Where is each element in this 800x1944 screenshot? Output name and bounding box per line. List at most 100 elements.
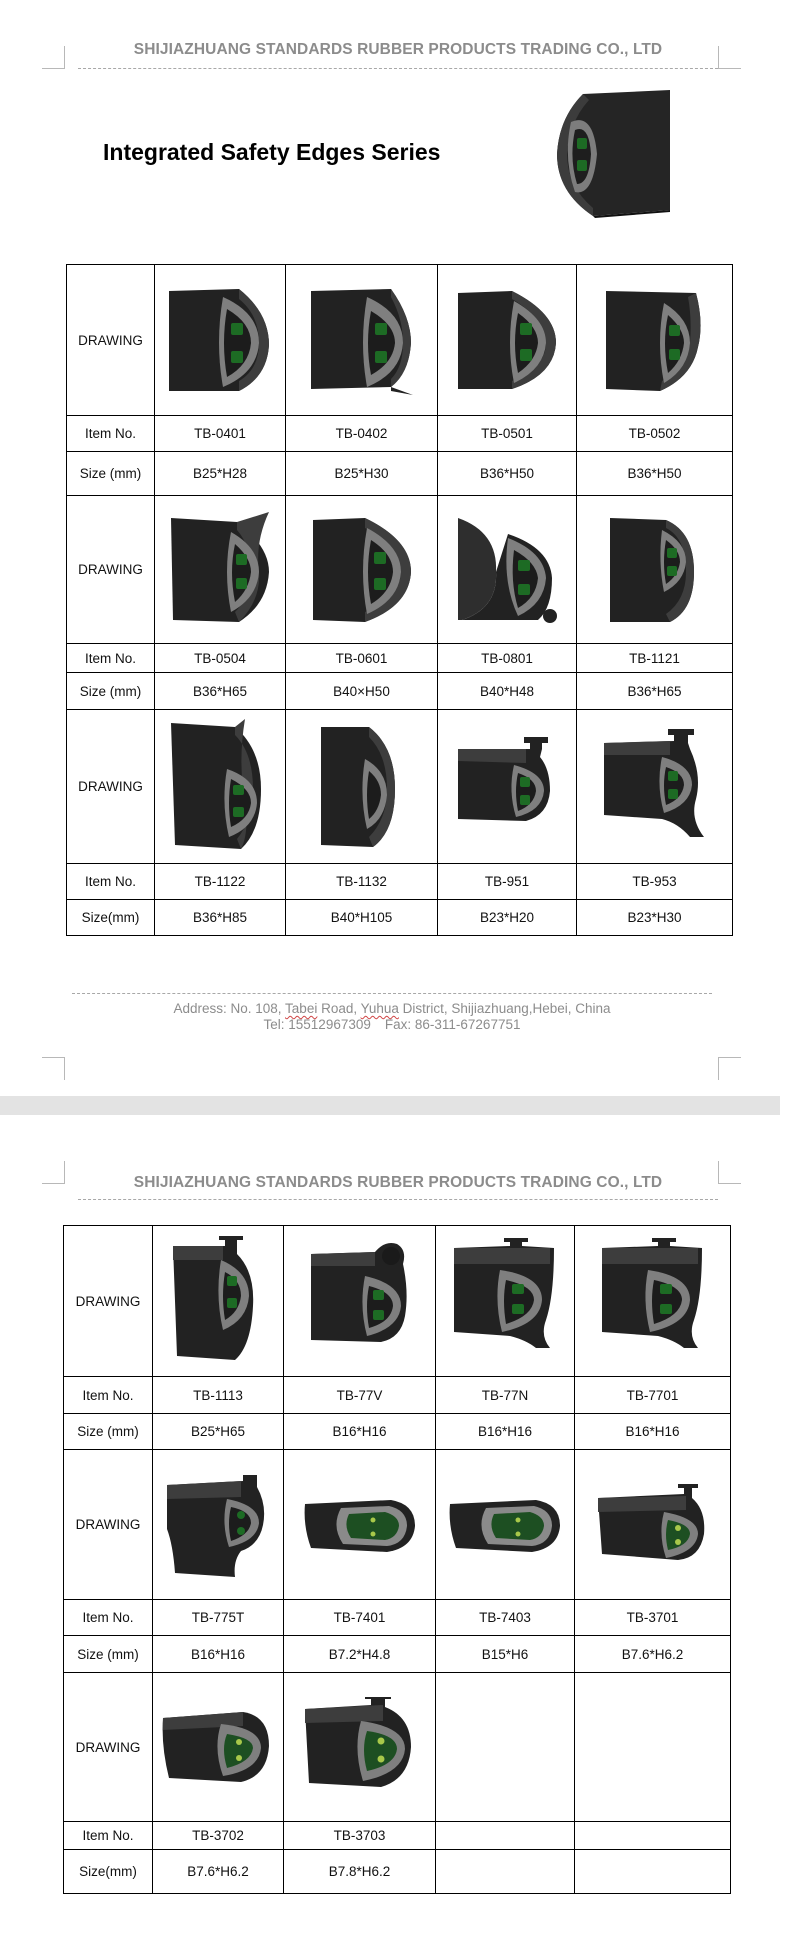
profile-t-slot-icon bbox=[458, 737, 550, 821]
profile-t-slot-narrow-icon bbox=[173, 1236, 254, 1360]
profile-arched-icon bbox=[458, 290, 556, 389]
row-label-item-no: Item No. bbox=[63, 1599, 153, 1636]
drawing-cell bbox=[435, 1225, 575, 1377]
address-part: District, Shijiazhuang,Hebei, China bbox=[398, 1001, 611, 1016]
row-label-item-no: Item No. bbox=[63, 1821, 153, 1850]
row-label-drawing: DRAWING bbox=[66, 495, 155, 644]
drawing-cell bbox=[576, 709, 733, 864]
item-size: B23*H20 bbox=[437, 899, 577, 936]
item-size: B25*H30 bbox=[285, 451, 438, 496]
company-header: SHIJIAZHUANG STANDARDS RUBBER PRODUCTS T… bbox=[133, 1174, 663, 1191]
row-label-item-no: Item No. bbox=[66, 415, 155, 452]
drawing-cell bbox=[574, 1449, 731, 1600]
item-number: TB-0402 bbox=[285, 415, 438, 452]
item-size: B40×H50 bbox=[285, 672, 438, 710]
drawing-cell bbox=[437, 495, 577, 644]
tel-number: Tel: 15512967309 bbox=[263, 1017, 371, 1032]
drawing-cell bbox=[152, 1672, 284, 1822]
item-number: TB-0401 bbox=[154, 415, 286, 452]
row-label-size: Size (mm) bbox=[66, 672, 155, 710]
page-corner-mark bbox=[42, 1057, 65, 1080]
drawing-cell bbox=[152, 1449, 284, 1600]
page-corner-mark bbox=[718, 46, 741, 69]
item-number: TB-0501 bbox=[437, 415, 577, 452]
item-size: B36*H50 bbox=[437, 451, 577, 496]
item-number: TB-7403 bbox=[435, 1599, 575, 1636]
document-page-2: SHIJIAZHUANG STANDARDS RUBBER PRODUCTS T… bbox=[0, 1115, 800, 1944]
empty-drawing-cell bbox=[574, 1672, 731, 1822]
address-part: Tabei bbox=[285, 1001, 318, 1016]
item-number: TB-77N bbox=[435, 1376, 575, 1414]
item-number: TB-3703 bbox=[283, 1821, 436, 1850]
address-part: Road, bbox=[317, 1001, 361, 1016]
item-number: TB-1113 bbox=[152, 1376, 284, 1414]
page-separator-edge bbox=[780, 1096, 800, 1115]
item-number: TB-0801 bbox=[437, 643, 577, 673]
drawing-cell bbox=[576, 495, 733, 644]
item-size: B36*H65 bbox=[576, 672, 733, 710]
item-size: B36*H65 bbox=[154, 672, 286, 710]
item-number: TB-0601 bbox=[285, 643, 438, 673]
profile-low-t-slot-icon bbox=[597, 1483, 704, 1560]
drawing-cell bbox=[283, 1449, 436, 1600]
profile-tall-left-flange-lip-icon bbox=[310, 288, 413, 395]
profile-tall-angled-icon bbox=[171, 512, 269, 622]
item-size: B25*H65 bbox=[152, 1413, 284, 1450]
profile-t-slot-flared-icon bbox=[454, 1238, 554, 1348]
series-title: Integrated Safety Edges Series bbox=[103, 139, 441, 165]
item-size bbox=[574, 1849, 731, 1894]
item-number bbox=[435, 1821, 575, 1850]
drawing-cell bbox=[285, 709, 438, 864]
profile-tall-left-flange-icon bbox=[169, 288, 269, 391]
profile-slim-tall-icon bbox=[320, 727, 395, 847]
row-label-size: Size (mm) bbox=[66, 451, 155, 496]
item-size: B7.2*H4.8 bbox=[283, 1635, 436, 1673]
row-label-drawing: DRAWING bbox=[63, 1225, 153, 1377]
profile-flat-oval-icon bbox=[449, 1499, 560, 1552]
drawing-cell bbox=[154, 264, 286, 416]
footer-divider bbox=[72, 993, 712, 994]
item-size: B7.6*H6.2 bbox=[574, 1635, 731, 1673]
address-part: Yuhua bbox=[360, 1001, 399, 1016]
item-number: TB-951 bbox=[437, 863, 577, 900]
row-label-item-no: Item No. bbox=[63, 1376, 153, 1414]
item-size: B36*H85 bbox=[154, 899, 286, 936]
page-corner-mark bbox=[718, 1161, 741, 1184]
item-number: TB-3702 bbox=[152, 1821, 284, 1850]
page-corner-mark bbox=[42, 46, 65, 69]
item-number: TB-7701 bbox=[574, 1376, 731, 1414]
profile-t-slot-flared-icon bbox=[603, 729, 704, 837]
profile-low-t-slot-icon bbox=[304, 1697, 411, 1787]
row-label-drawing: DRAWING bbox=[63, 1449, 153, 1600]
profile-slim-tall-icon bbox=[609, 518, 694, 622]
item-number: TB-77V bbox=[283, 1376, 436, 1414]
row-label-size: Size (mm) bbox=[63, 1413, 153, 1450]
item-size: B36*H50 bbox=[576, 451, 733, 496]
address-part: Address: No. 108, bbox=[173, 1001, 286, 1016]
item-size: B7.8*H6.2 bbox=[283, 1849, 436, 1894]
item-number bbox=[574, 1821, 731, 1850]
row-label-drawing: DRAWING bbox=[66, 709, 155, 864]
product-table-page-2: DRAWING Item No. TB-1113 TB-77V TB-77N T… bbox=[63, 1225, 731, 1894]
page-separator bbox=[0, 1096, 780, 1115]
drawing-cell bbox=[574, 1225, 731, 1377]
item-size: B16*H16 bbox=[152, 1635, 284, 1673]
profile-arched-icon bbox=[312, 518, 411, 622]
row-label-drawing: DRAWING bbox=[63, 1672, 153, 1822]
row-label-size: Size (mm) bbox=[63, 1635, 153, 1673]
drawing-cell bbox=[152, 1225, 284, 1377]
item-size: B40*H105 bbox=[285, 899, 438, 936]
row-label-size: Size(mm) bbox=[63, 1849, 153, 1894]
drawing-cell bbox=[283, 1225, 436, 1377]
drawing-cell bbox=[154, 495, 286, 644]
company-header: SHIJIAZHUANG STANDARDS RUBBER PRODUCTS T… bbox=[133, 41, 663, 58]
drawing-cell bbox=[435, 1449, 575, 1600]
header-divider bbox=[78, 68, 718, 69]
profile-bulb-top-icon bbox=[310, 1243, 407, 1342]
item-number: TB-1132 bbox=[285, 863, 438, 900]
item-number: TB-0502 bbox=[576, 415, 733, 452]
profile-low-rounded-icon bbox=[162, 1712, 269, 1782]
item-size bbox=[435, 1849, 575, 1894]
item-number: TB-1121 bbox=[576, 643, 733, 673]
